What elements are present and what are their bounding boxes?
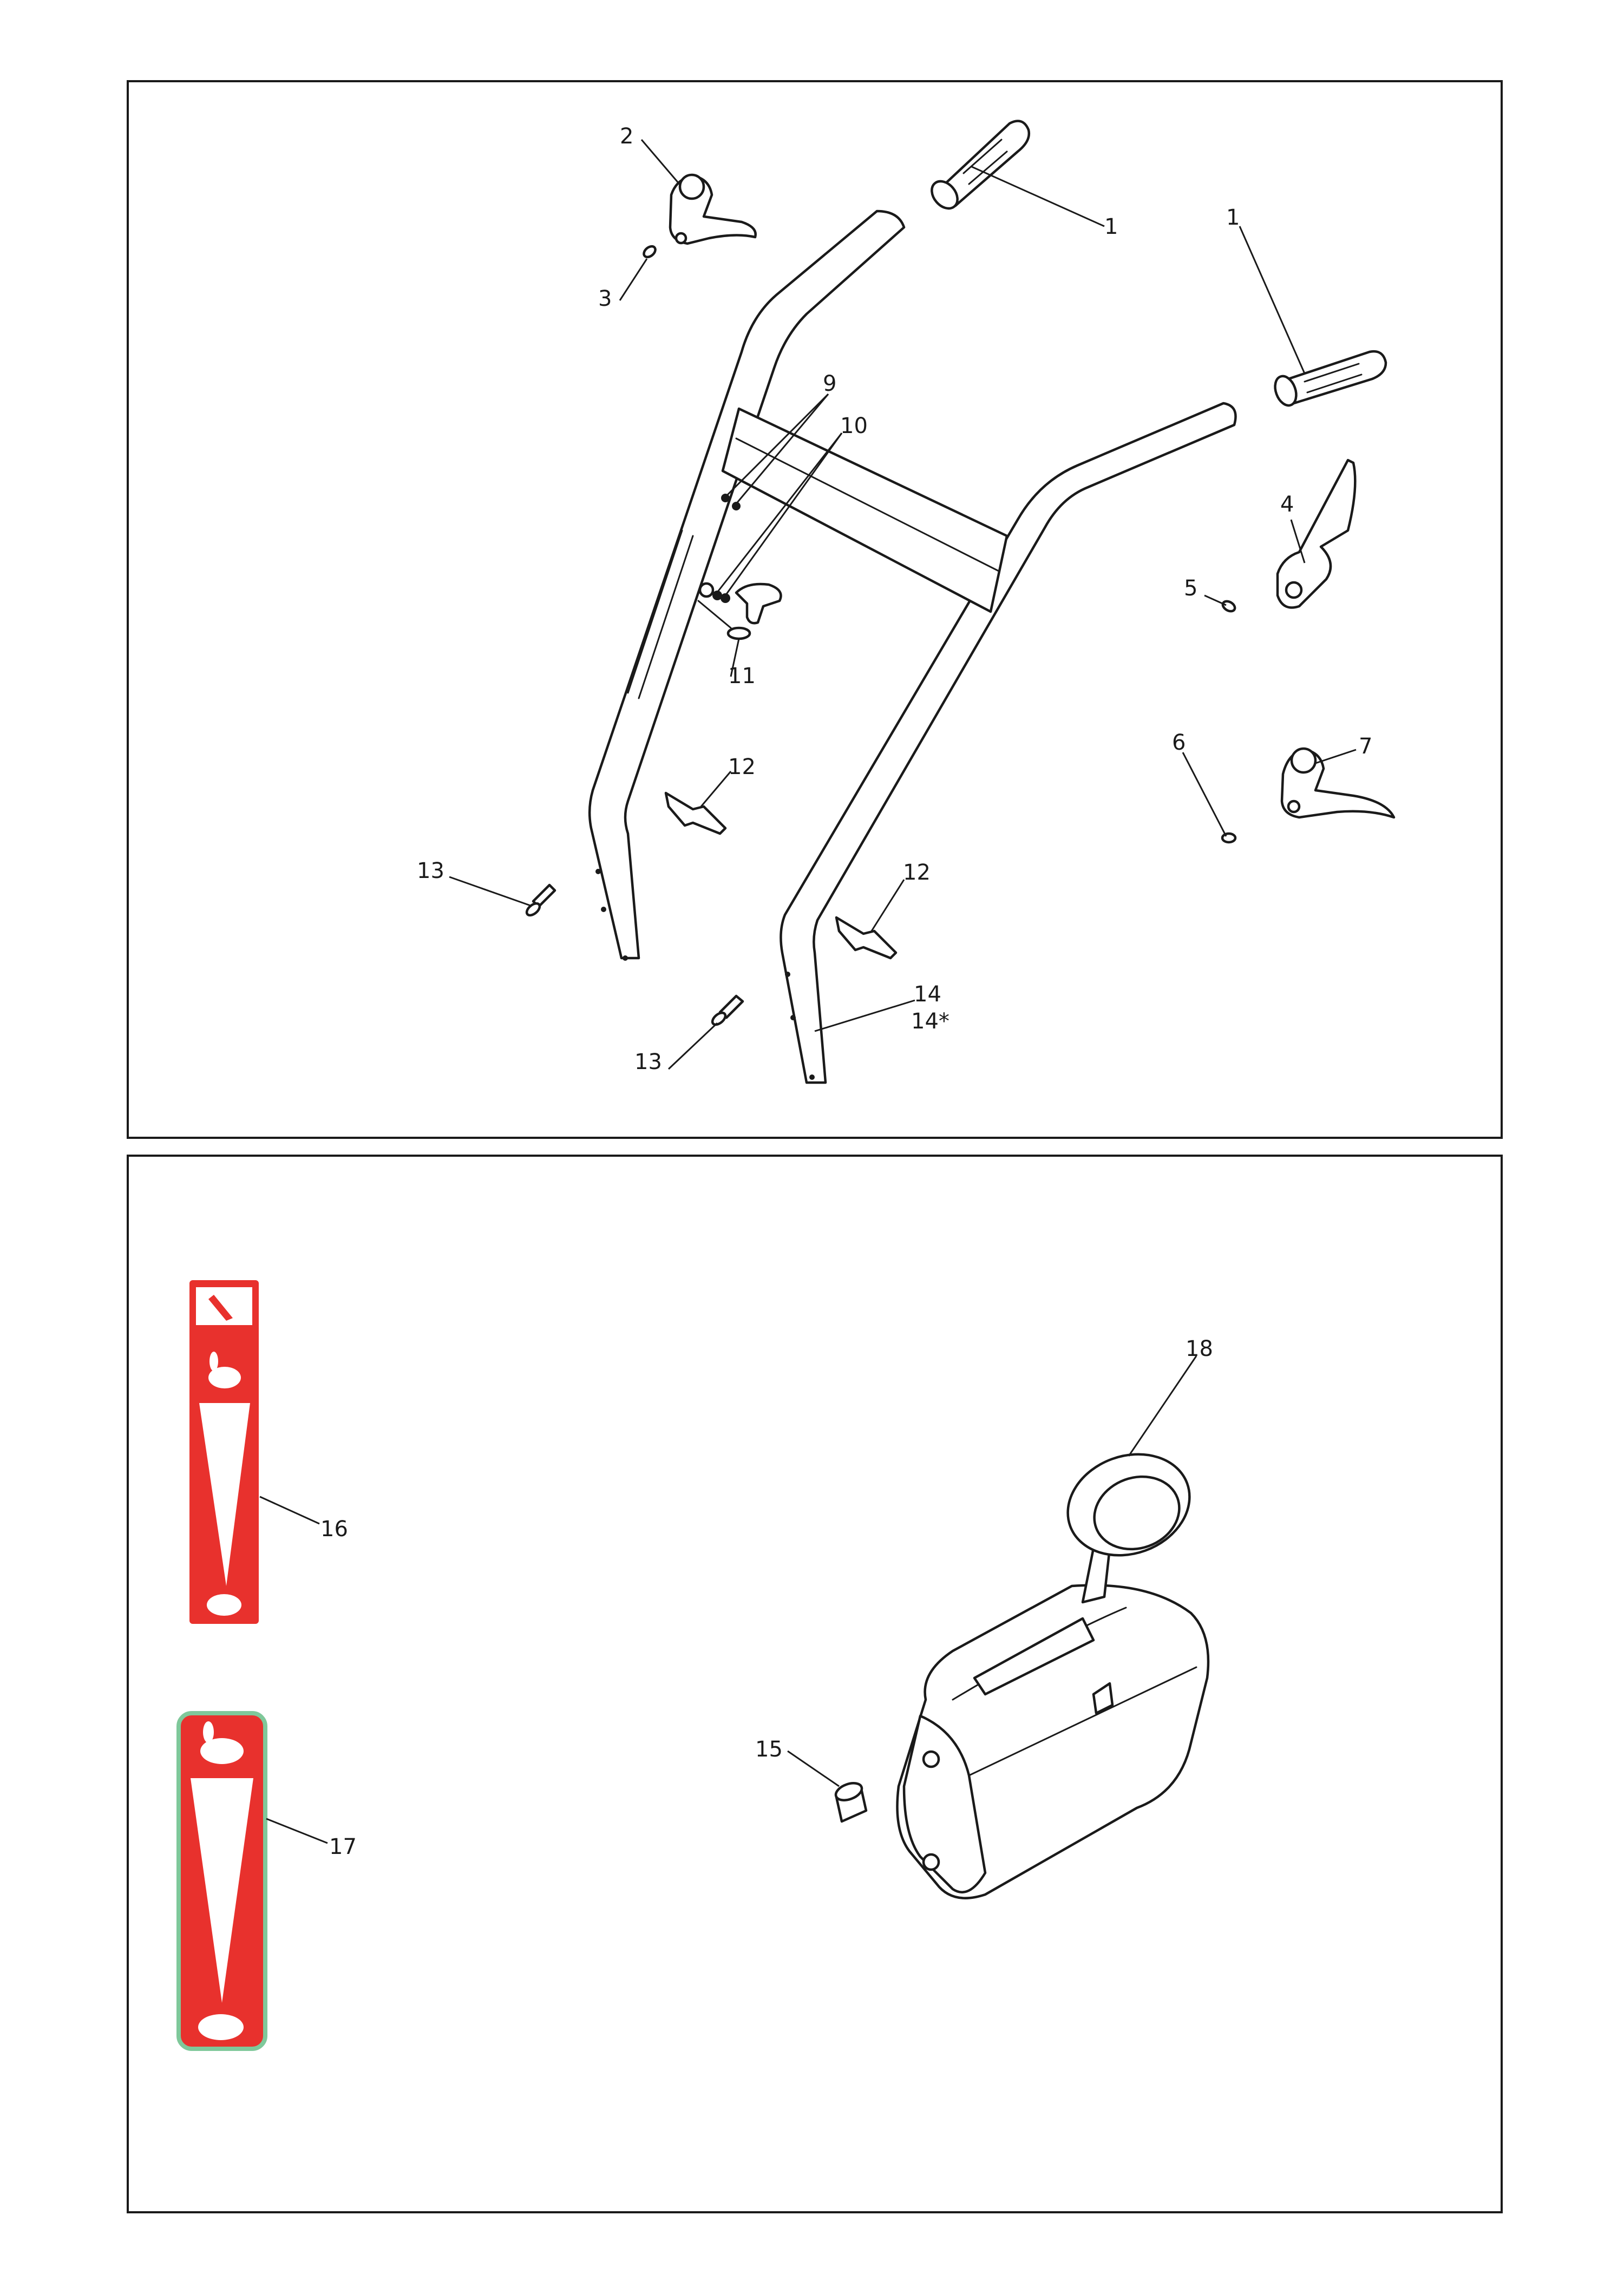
knob-icon-15	[834, 1782, 868, 1823]
leader-lines-top	[449, 139, 1357, 1070]
wing-nut-icon-1	[664, 791, 727, 835]
bottom-panel-frame	[127, 1155, 1503, 2213]
callout-13b: 13	[634, 1050, 662, 1074]
lever-icon-4	[1276, 458, 1357, 609]
callout-6: 6	[1172, 730, 1186, 755]
callout-13a: 13	[417, 858, 444, 883]
speed-decal-17-icon	[176, 1711, 267, 2051]
fastener-group-icon	[697, 494, 782, 640]
callouts-bottom: 15 16 17 18	[320, 1336, 1213, 1859]
callouts-top: 1 1 2 3 4 5 6 7 9 10 11 12 12 13 13 14 1…	[417, 124, 1372, 1074]
bolt-icon-1	[525, 883, 556, 917]
callout-7: 7	[1359, 734, 1372, 759]
screw-icon-5	[1221, 600, 1236, 613]
callout-3: 3	[598, 286, 612, 311]
callout-17: 17	[329, 1834, 357, 1859]
lever-icon-2	[669, 173, 757, 245]
bolt-icon-2	[711, 994, 744, 1026]
callout-12a: 12	[728, 755, 756, 779]
callout-11: 11	[728, 664, 756, 689]
callout-1b: 1	[1226, 205, 1240, 230]
callout-5: 5	[1184, 576, 1197, 601]
callout-15: 15	[755, 1737, 783, 1762]
speed-decal-16-icon	[189, 1280, 259, 1624]
wing-nut-icon-2	[835, 916, 898, 960]
callout-1a: 1	[1104, 214, 1118, 239]
callout-16: 16	[320, 1517, 348, 1542]
top-panel-frame	[127, 80, 1503, 1139]
callout-12b: 12	[903, 860, 931, 885]
leader-lines-bottom	[259, 1355, 1197, 1844]
callout-10: 10	[840, 414, 868, 438]
throttle-control-icon-18	[896, 1453, 1210, 1899]
callout-14: 14	[914, 982, 941, 1007]
callout-14-star: 14*	[911, 1009, 949, 1034]
grip-icon-1	[931, 120, 1031, 210]
screw-icon-3	[643, 245, 657, 259]
handlebar-frame-icon	[588, 209, 1237, 1084]
callout-9: 9	[823, 371, 836, 396]
grip-icon-2	[1274, 350, 1387, 407]
callout-4: 4	[1280, 492, 1294, 517]
lever-icon-7	[1280, 747, 1396, 819]
callout-2: 2	[620, 124, 633, 149]
screw-icon-6	[1221, 832, 1237, 844]
callout-18: 18	[1186, 1336, 1213, 1361]
